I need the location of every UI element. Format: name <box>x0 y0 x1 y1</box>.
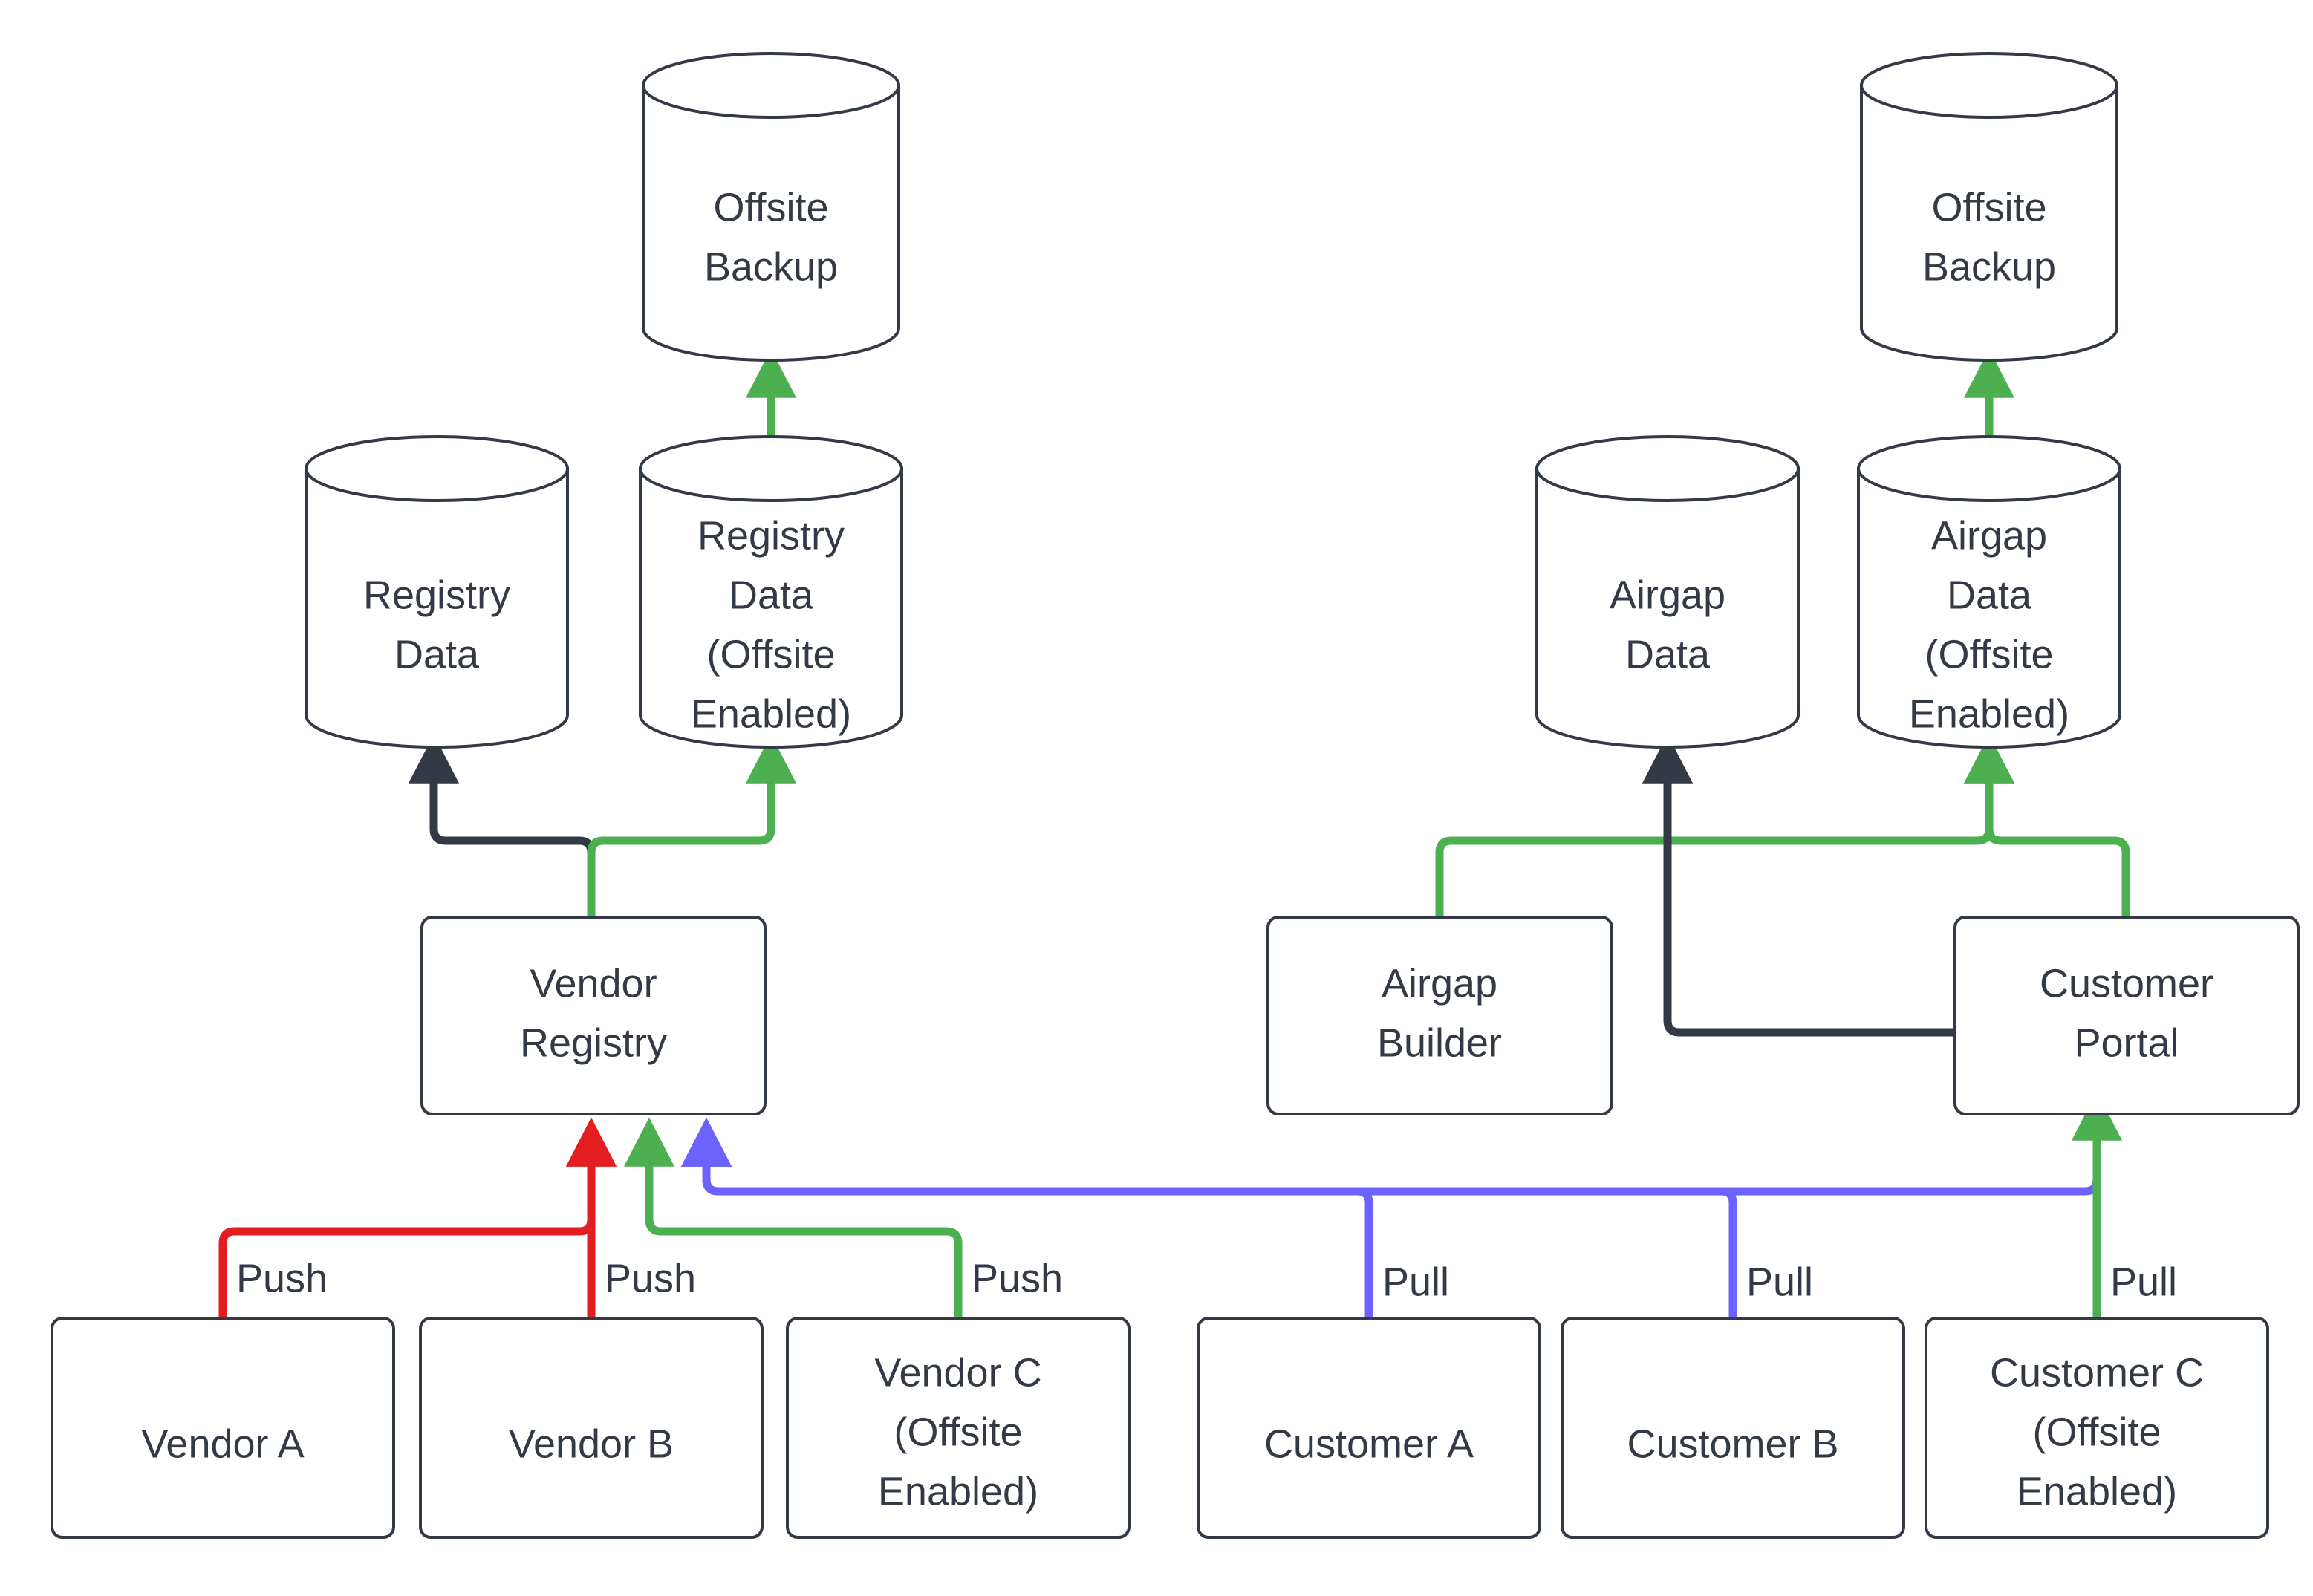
node-label: Vendor A <box>141 1421 304 1466</box>
node-label: Vendor C <box>874 1350 1041 1395</box>
node-customer-c[interactable]: Customer C (Offsite Enabled) <box>1925 1317 2269 1539</box>
node-airgap-builder[interactable]: Airgap Builder <box>1266 916 1613 1115</box>
edge-vendor-c-push <box>623 1117 963 1318</box>
node-label: Data <box>1947 573 2032 617</box>
edge-label-customer-c-pull: Pull <box>2110 1260 2177 1304</box>
node-label: (Offsite <box>1925 632 2053 677</box>
node-label: Data <box>1625 632 1711 677</box>
node-airgap-data[interactable]: Airgap Data <box>1535 435 1800 749</box>
node-customer-b[interactable]: Customer B <box>1561 1317 1905 1539</box>
node-label: Registry <box>520 1020 667 1065</box>
node-vendor-c[interactable]: Vendor C (Offsite Enabled) <box>786 1317 1131 1539</box>
node-label: Customer C <box>1990 1350 2204 1395</box>
node-label: Offsite <box>1931 185 2046 229</box>
node-vendor-registry[interactable]: Vendor Registry <box>420 916 767 1115</box>
node-airgap-data-offsite[interactable]: Airgap Data (Offsite Enabled) <box>1857 435 2121 749</box>
node-vendor-a[interactable]: Vendor A <box>51 1317 395 1539</box>
node-label: Registry <box>697 513 845 558</box>
node-label: (Offsite <box>894 1410 1022 1454</box>
node-offsite-backup-left[interactable]: Offsite Backup <box>642 52 900 362</box>
node-label: Customer <box>2040 961 2213 1006</box>
node-label: Enabled) <box>691 691 851 736</box>
node-label: Enabled) <box>878 1469 1038 1514</box>
node-label: Airgap <box>1931 513 2047 558</box>
edge-vendor-registry-to-registry-data <box>408 734 596 917</box>
node-label: Data <box>394 632 480 677</box>
node-label: Backup <box>1922 244 2056 289</box>
node-label: Data <box>729 573 814 617</box>
node-label: Vendor <box>530 961 657 1006</box>
node-label: Airgap <box>1610 573 1725 617</box>
node-label: Backup <box>704 244 838 289</box>
edge-customer-portal-to-airgap-offsite <box>1963 734 2130 917</box>
edge-label-customer-b-pull: Pull <box>1746 1260 1813 1304</box>
node-label: Airgap <box>1382 961 1497 1006</box>
node-label: Vendor B <box>509 1421 674 1466</box>
node-registry-data-offsite[interactable]: Registry Data (Offsite Enabled) <box>639 435 903 749</box>
node-label: Offsite <box>713 185 828 229</box>
edge-label-vendor-b-push: Push <box>605 1256 696 1300</box>
node-label: Customer B <box>1627 1421 1838 1466</box>
edge-label-vendor-a-push: Push <box>236 1256 328 1300</box>
edge-label-customer-a-pull: Pull <box>1382 1260 1449 1304</box>
node-label: Builder <box>1377 1020 1502 1065</box>
edge-customer-portal-pull <box>680 1114 2101 1196</box>
edge-vendor-registry-to-registry-data-offsite <box>587 734 797 917</box>
node-registry-data[interactable]: Registry Data <box>305 435 569 749</box>
node-customer-a[interactable]: Customer A <box>1197 1317 1541 1539</box>
node-vendor-b[interactable]: Vendor B <box>419 1317 764 1539</box>
node-label: Customer A <box>1264 1421 1474 1466</box>
node-label: Registry <box>363 573 510 617</box>
node-label: Portal <box>2074 1020 2179 1065</box>
node-label: Enabled) <box>1909 691 2069 736</box>
node-offsite-backup-right[interactable]: Offsite Backup <box>1860 52 2118 362</box>
node-customer-portal[interactable]: Customer Portal <box>1953 916 2300 1115</box>
node-label: (Offsite <box>2032 1410 2161 1454</box>
edge-airgap-builder-to-airgap-offsite <box>1435 734 2015 917</box>
edge-customer-portal-to-airgap-data <box>1642 734 1955 1037</box>
edge-label-vendor-c-push: Push <box>972 1256 1063 1300</box>
node-label: Enabled) <box>2017 1469 2177 1514</box>
node-label: (Offsite <box>706 632 835 677</box>
